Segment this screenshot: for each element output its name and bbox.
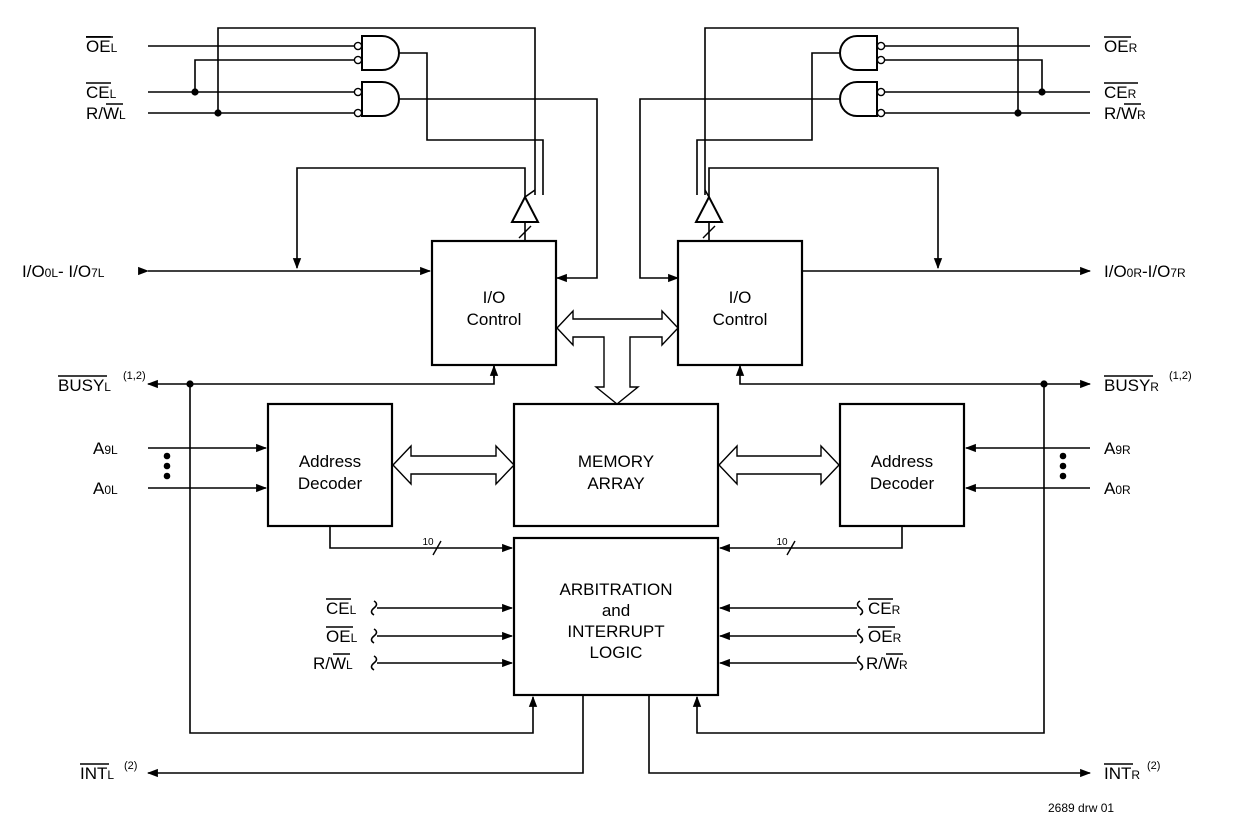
bus-arrow-decoder-right-memory xyxy=(718,444,840,486)
rw-right-label: R/WR xyxy=(1104,104,1146,123)
drawing-id: 2689 drw 01 xyxy=(1048,801,1114,815)
io-control-left-line1: I/O xyxy=(483,288,506,307)
bus-arrow-decoder-left-memory xyxy=(392,444,515,486)
bus-width-left: 10 xyxy=(422,537,434,548)
ce-right-label: CER xyxy=(1104,83,1137,102)
arbitration-logic-block xyxy=(512,536,720,697)
and-gate-oe-right xyxy=(839,35,878,71)
busy-left-wiring xyxy=(146,364,538,734)
address-decoder-right-line1: Address xyxy=(871,452,933,471)
bus-arrow-io-to-io xyxy=(556,309,679,405)
io-control-right-line1: I/O xyxy=(729,288,752,307)
arbitration-line4: LOGIC xyxy=(590,643,643,662)
arbitration-inputs-left xyxy=(370,600,514,671)
rw-left-label: R/WL xyxy=(86,104,126,123)
busy-left-note: (1,2) xyxy=(123,370,146,382)
arbitration-inputs-right xyxy=(718,600,864,671)
address-decoder-right-line2: Decoder xyxy=(870,474,935,493)
address-decoder-right-block xyxy=(838,402,966,528)
a9-left-label: A9L xyxy=(93,439,118,458)
io-bus-left xyxy=(138,167,526,276)
arb-oe-left-label: OEL xyxy=(326,627,358,646)
a0-left-label: A0L xyxy=(93,479,118,498)
a9-right-label: A9R xyxy=(1104,439,1131,458)
busy-right-label: BUSYR xyxy=(1104,376,1159,395)
arb-ce-left-label: CEL xyxy=(326,599,357,618)
arbitration-line1: ARBITRATION xyxy=(559,580,672,599)
decoder-left-to-arbitration xyxy=(329,526,514,553)
int-right-note: (2) xyxy=(1147,760,1160,772)
int-left-note: (2) xyxy=(124,760,137,772)
a0-right-label: A0R xyxy=(1104,479,1131,498)
arb-ce-right-label: CER xyxy=(868,599,901,618)
address-decoder-left-line1: Address xyxy=(299,452,361,471)
left-control-logic xyxy=(148,27,598,283)
address-lines-right xyxy=(964,443,1090,493)
arb-oe-right-label: OER xyxy=(868,627,902,646)
decoder-right-to-arbitration xyxy=(718,526,903,553)
and-gate-rw-left xyxy=(361,81,400,117)
busy-right-note: (1,2) xyxy=(1169,370,1192,382)
io-control-right-line2: Control xyxy=(713,310,768,329)
arbitration-line2: and xyxy=(602,601,630,620)
io-control-right-block xyxy=(676,239,804,367)
io-right-label: I/O0R-I/O7R xyxy=(1104,262,1186,281)
tristate-buffer-left xyxy=(510,194,540,223)
int-right-wire xyxy=(648,695,1092,778)
io-left-label: I/O0L- I/O7L xyxy=(22,262,105,281)
int-right-label: INTR xyxy=(1104,764,1140,783)
io-bus-right xyxy=(708,167,1092,276)
bus-width-right: 10 xyxy=(776,537,788,548)
oe-right-label: OER xyxy=(1104,37,1138,56)
memory-array-line2: ARRAY xyxy=(587,474,644,493)
int-left-label: INTL xyxy=(80,764,114,783)
and-gate-rw-right xyxy=(839,81,878,117)
address-decoder-left-block xyxy=(266,402,394,528)
io-control-left-block xyxy=(430,239,558,367)
memory-array-line1: MEMORY xyxy=(578,452,654,471)
busy-right-wiring xyxy=(692,364,1092,734)
io-control-left-line2: Control xyxy=(467,310,522,329)
arb-rw-right-label: R/WR xyxy=(866,654,908,673)
address-decoder-left-line2: Decoder xyxy=(298,474,363,493)
address-lines-left xyxy=(148,443,268,493)
tristate-buffer-right xyxy=(694,194,724,223)
right-control-logic xyxy=(639,27,1090,283)
int-left-wire xyxy=(146,695,584,778)
arb-rw-left-label: R/WL xyxy=(313,654,353,673)
oe-left-label: OEL xyxy=(86,37,118,56)
arbitration-line3: INTERRUPT xyxy=(567,622,664,641)
memory-array-block xyxy=(512,402,720,528)
and-gate-oe-left xyxy=(361,35,400,71)
ce-left-label: CEL xyxy=(86,83,117,102)
busy-left-label: BUSYL xyxy=(58,376,111,395)
